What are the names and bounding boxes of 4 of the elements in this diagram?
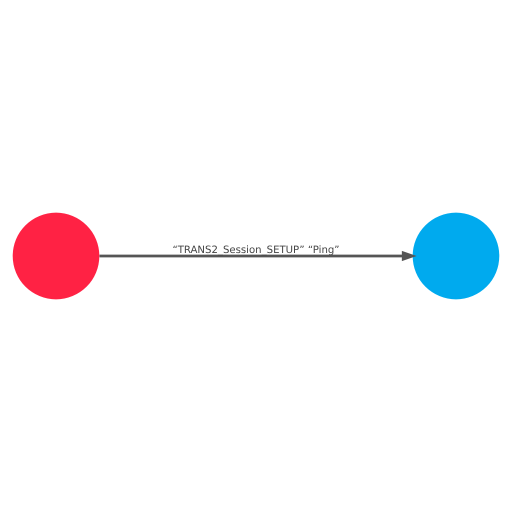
arrow <box>100 250 417 262</box>
node-circle <box>12 212 100 300</box>
node-circle <box>412 212 500 300</box>
edge-label: “TRANS2_Session_SETUP” “Ping” <box>172 245 340 256</box>
